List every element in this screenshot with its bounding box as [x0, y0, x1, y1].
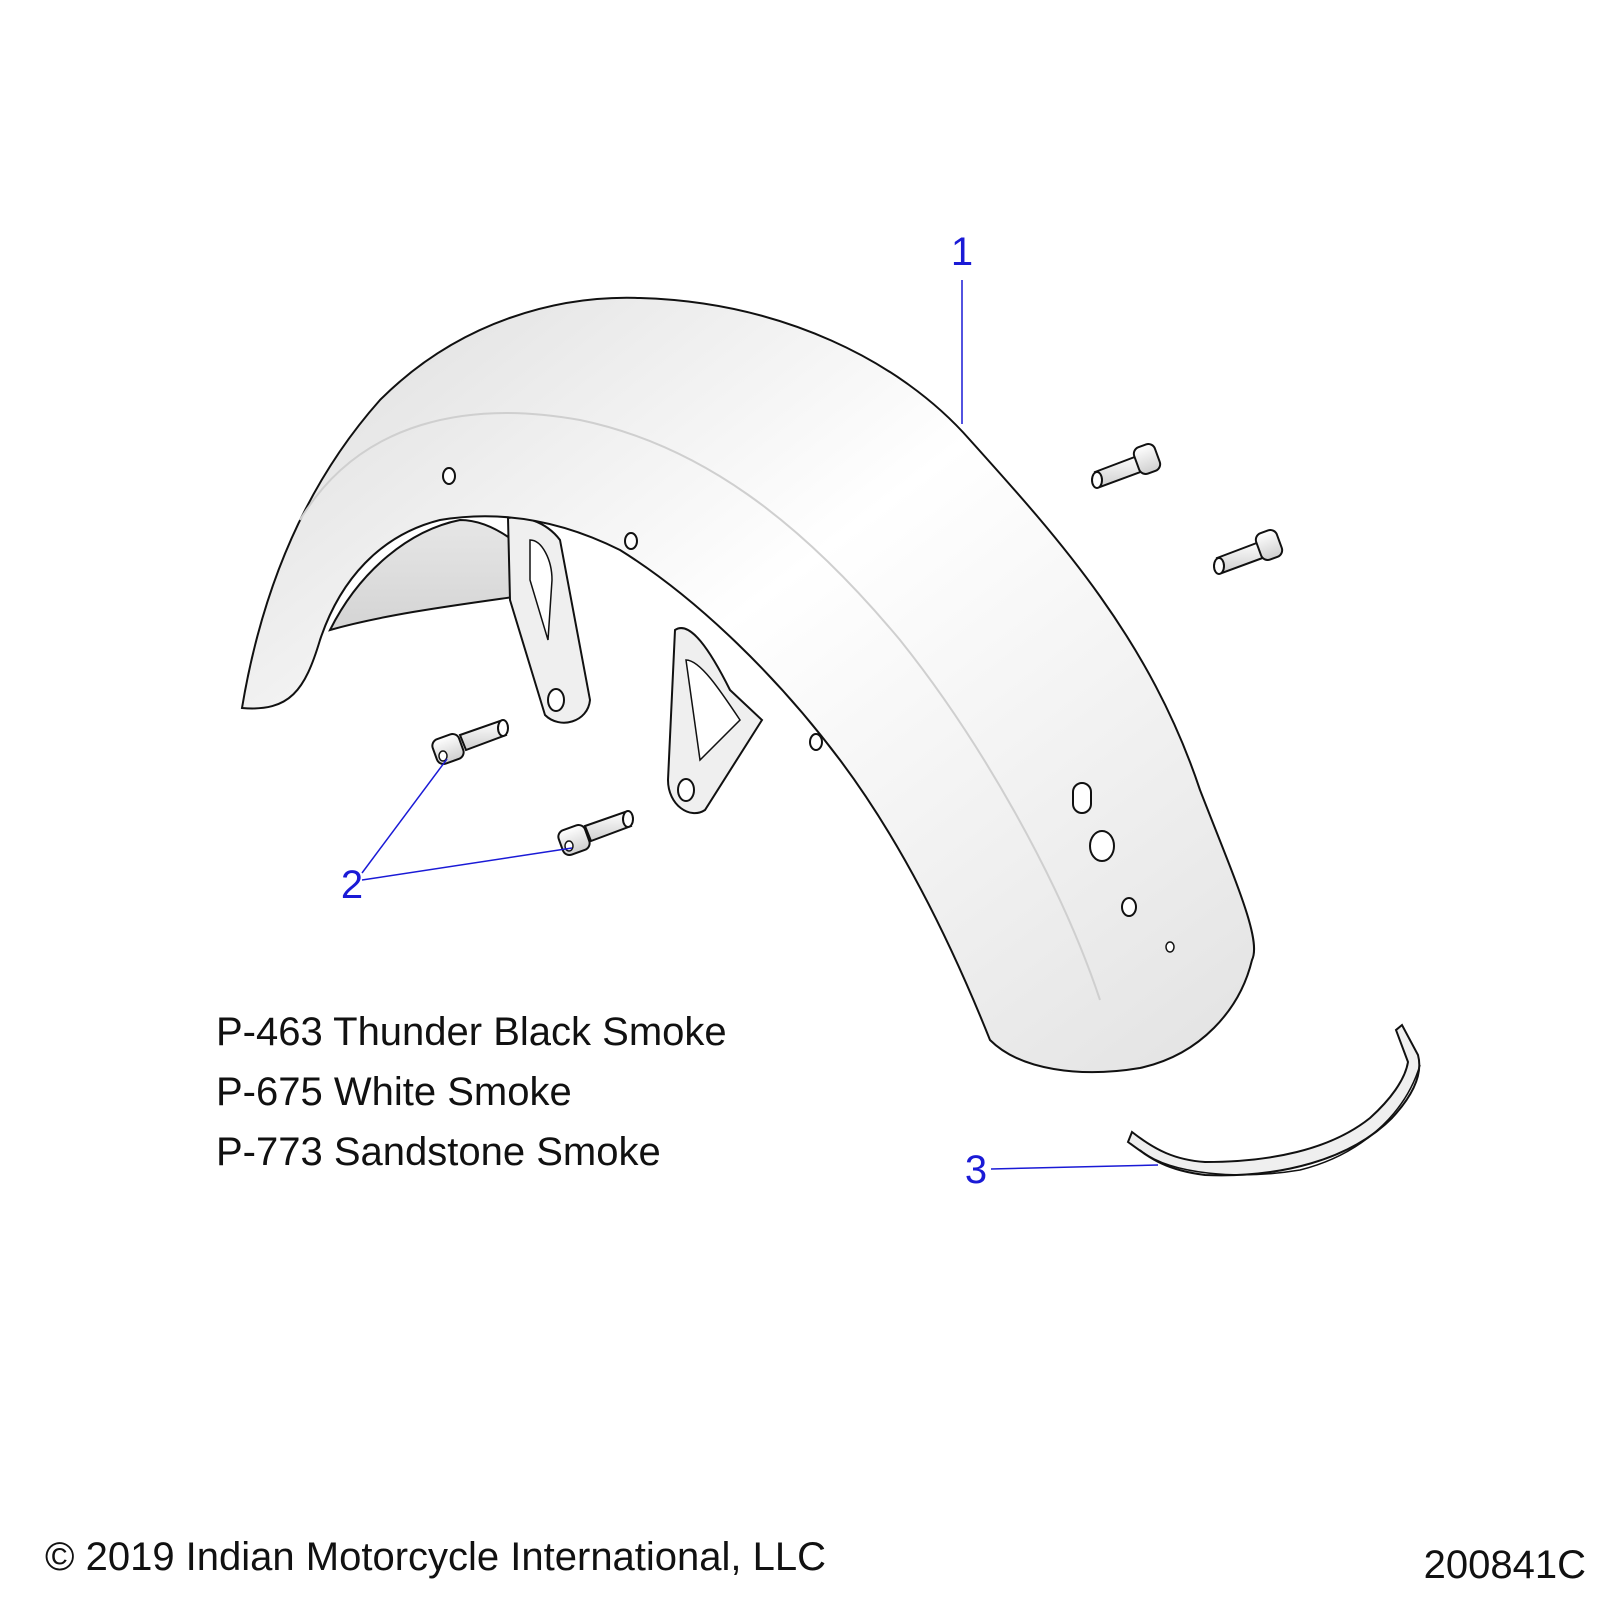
callout-number-3: 3: [965, 1148, 987, 1192]
screw-lower-1: [431, 719, 509, 766]
leader-line-3: [990, 1164, 1159, 1170]
trim-strip-part: [1126, 1023, 1421, 1177]
screw-upper-2: [1213, 529, 1284, 575]
fender-shell: [240, 296, 1256, 1074]
callout-number-2: 2: [341, 863, 363, 907]
paint-option-2: P-675 White Smoke: [216, 1070, 572, 1114]
paint-option-1: P-463 Thunder Black Smoke: [216, 1010, 727, 1054]
leader-line-2a: [361, 758, 448, 874]
figure-id: 200841C: [1423, 1543, 1586, 1587]
copyright-notice: © 2019 Indian Motorcycle International, …: [45, 1535, 827, 1579]
fender-part: [240, 296, 1256, 1074]
screw-lower-2: [557, 810, 634, 857]
paint-option-3: P-773 Sandstone Smoke: [216, 1130, 661, 1174]
screw-upper-1: [1091, 443, 1162, 489]
leader-line-2b: [361, 847, 573, 881]
callout-number-1: 1: [951, 230, 973, 274]
